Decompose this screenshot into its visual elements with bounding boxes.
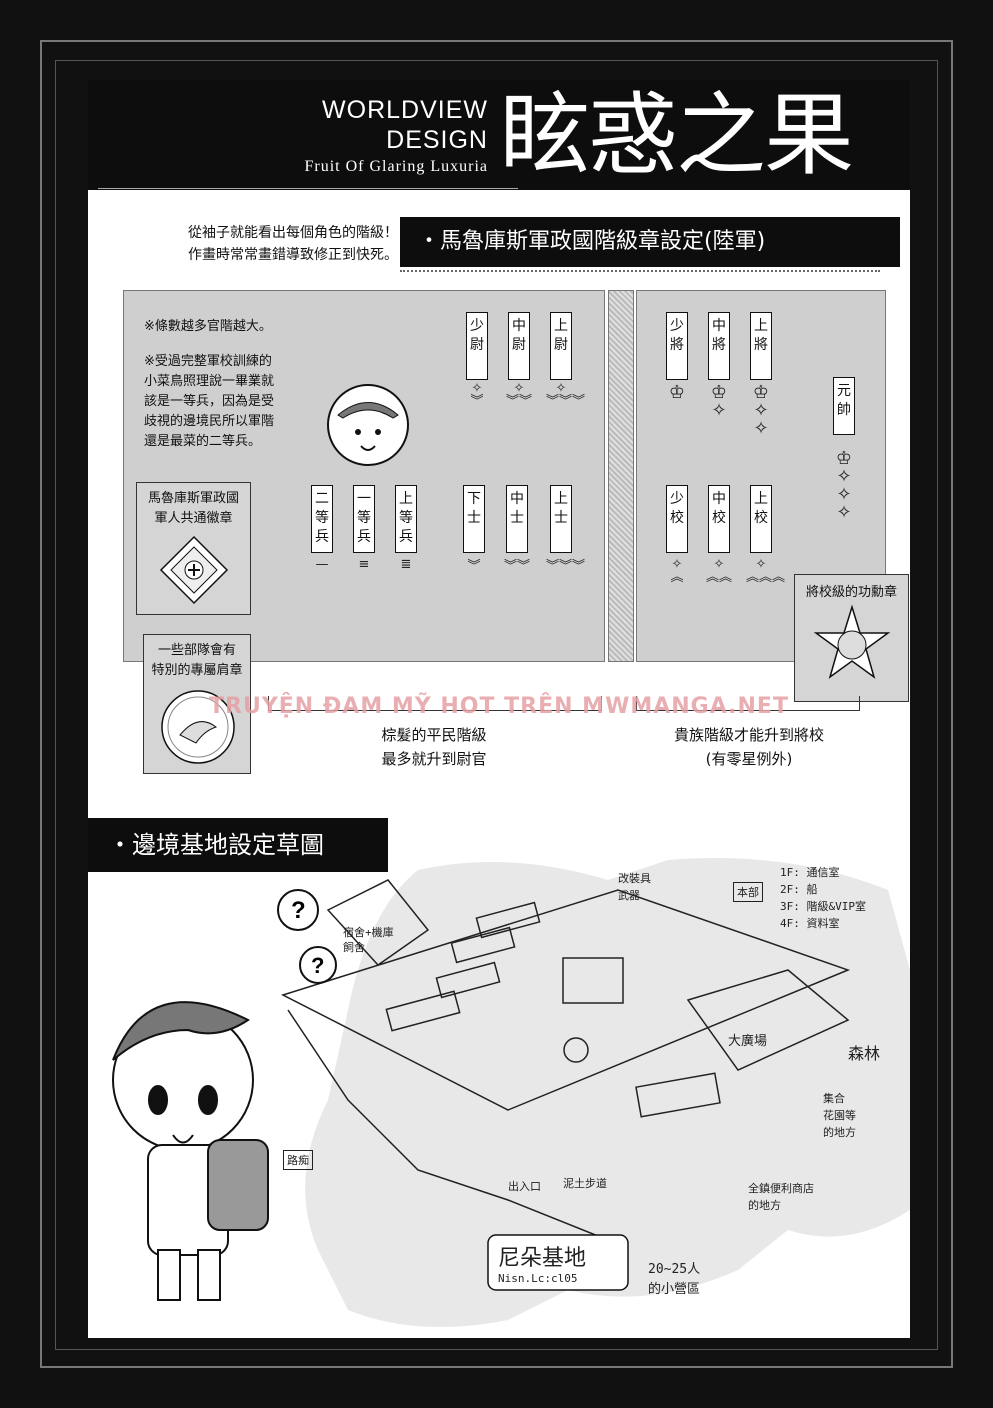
insignia-major-general-icon: ♔ (668, 382, 686, 403)
intro-note-line: 從袖子就能看出每個角色的階級！ (188, 225, 398, 241)
page-title: 眩惑之果 (500, 83, 854, 188)
rank-private: 二等兵 (311, 485, 333, 553)
label-forest: 森林 (848, 1044, 881, 1063)
insignia-staff-sergeant-icon: ︾︾︾ (546, 559, 586, 574)
label-plaza: 大廣場 (728, 1034, 768, 1049)
header-subtitle: Fruit Of Glaring Luxuria (304, 158, 488, 175)
label-dirt-path: 泥土步道 (563, 1177, 607, 1190)
insignia-senior-private-icon: ≣ (400, 557, 412, 572)
commoner-caption: 棕髮的平民階級 最多就升到尉官 (381, 726, 487, 768)
label-base-name: 尼朵基地 (498, 1246, 587, 1271)
label-dorm: 宿舍+機庫 飼舍 (343, 926, 394, 954)
star-medal-icon (813, 604, 891, 679)
base-map-sketch: ? ? (112, 858, 910, 1328)
lost-chibi (112, 889, 337, 1301)
insignia-lieutenant-colonel-icon: ✧ ︽︽ (705, 557, 732, 585)
commoner-bracket (268, 696, 602, 711)
label-store: 全鎮便利商店 的地方 (748, 1182, 814, 1212)
noble-bracket (636, 696, 860, 711)
note-stripes: ※條數越多官階越大。 (144, 319, 272, 334)
noble-caption: 貴族階級才能升到將校 (有零星例外) (673, 726, 824, 768)
insignia-marshal-icon: ♔ ✧ ✧ ✧ (835, 448, 853, 523)
insignia-first-lieutenant-icon: ✧ ︾︾ (505, 381, 532, 409)
header-worldview: WORLDVIEW (322, 96, 488, 124)
label-headcount: 20~25人 的小營區 (648, 1262, 701, 1297)
rank-colonel: 上校 (750, 485, 772, 553)
panel-divider (608, 290, 634, 662)
rank-second-lieutenant: 少尉 (466, 312, 488, 380)
label-armory: 改裝具 武器 (618, 872, 651, 902)
insignia-private-first-class-icon: ≡ (358, 557, 370, 572)
rank-lieutenant-general: 中將 (708, 312, 730, 380)
diamond-emblem-icon (159, 535, 229, 605)
rank-lieutenant-colonel: 中校 (708, 485, 730, 553)
rank-major-general: 少將 (666, 312, 688, 380)
question-mark-1: ? (291, 897, 306, 924)
insignia-general-icon: ♔ ✧ ✧ (752, 382, 770, 439)
section2-title: ・邊境基地設定草圖 (88, 818, 388, 872)
outer-frame (40, 40, 953, 1368)
saluting-chibi-illustration (327, 384, 409, 466)
intro-note-line: 作畫時常常畫錯導致修正到快死。 (188, 247, 398, 263)
rank-captain: 上尉 (550, 312, 572, 380)
label-gathering: 集合 花園等 的地方 (823, 1092, 856, 1139)
note-line: 還是最菜的二等兵。 (144, 434, 262, 449)
insignia-private-icon: — (315, 557, 329, 572)
common-emblem-label: 馬魯庫斯軍政國 軍人共通徽章 (147, 491, 239, 526)
insignia-sergeant-icon: ︾︾ (503, 559, 530, 574)
rank-first-lieutenant: 中尉 (508, 312, 530, 380)
insignia-captain-icon: ✧ ︾︾︾ (546, 381, 586, 409)
insignia-second-lieutenant-icon: ✧ ︾ (470, 381, 484, 409)
section1-title: ・馬魯庫斯軍政國階級章設定(陸軍) (400, 217, 900, 267)
officer-medal-label: 將校級的功勳章 (805, 585, 897, 600)
note-rookie: ※受過完整軍校訓練的 小菜鳥照理說一畢業就 該是一等兵，因為是受 歧視的邊境民所… (144, 352, 314, 452)
insignia-corporal-icon: ︾ (467, 559, 481, 574)
rank-sergeant: 中士 (506, 485, 528, 553)
insignia-major-icon: ✧ ︽ (670, 557, 684, 585)
inner-frame (55, 60, 938, 1350)
rank-corporal: 下士 (463, 485, 485, 553)
insignia-colonel-icon: ✧ ︽︽︽ (746, 557, 786, 585)
shoulder-patch-box: 一些部隊會有 特別的專屬肩章 (143, 634, 251, 774)
note-line: 小菜鳥照理說一畢業就 (144, 374, 275, 389)
label-floors: 1F: 通信室 2F: 船 3F: 階級&VIP室 4F: 資料室 (780, 866, 866, 930)
label-base-romaji: Nisn.Lc:cl05 (498, 1272, 578, 1285)
section1-underline (400, 270, 880, 272)
label-hq: 本部 (733, 882, 763, 902)
note-line: ※受過完整軍校訓練的 (144, 354, 272, 369)
label-lost: 路痴 (283, 1150, 313, 1170)
rank-marshal: 元帥 (833, 377, 855, 435)
note-line: 歧視的邊境民所以軍階 (144, 414, 275, 429)
common-emblem-box: 馬魯庫斯軍政國 軍人共通徽章 (136, 482, 251, 615)
rank-general: 上將 (750, 312, 772, 380)
bird-patch-icon (161, 690, 235, 764)
page: WORLDVIEW DESIGN Fruit Of Glaring Luxuri… (88, 80, 910, 1338)
rank-private-first-class: 一等兵 (353, 485, 375, 553)
intro-note: 從袖子就能看出每個角色的階級！ 作畫時常常畫錯導致修正到快死。 (128, 222, 398, 266)
rank-senior-private: 上等兵 (395, 485, 417, 553)
rank-staff-sergeant: 上士 (550, 485, 572, 553)
note-line: 該是一等兵，因為是受 (144, 394, 275, 409)
insignia-lieutenant-general-icon: ♔ ✧ (710, 382, 728, 421)
header-design: DESIGN (386, 126, 488, 154)
watermark: TRUYỆN ĐAM MỸ HOT TRÊN MWMANGA.NET (209, 694, 789, 719)
rank-major: 少校 (666, 485, 688, 553)
header-rule (98, 188, 518, 189)
officer-medal-box: 將校級的功勳章 (794, 574, 909, 702)
question-mark-2: ? (311, 953, 324, 978)
shoulder-patch-label: 一些部隊會有 特別的專屬肩章 (151, 643, 243, 678)
header-banner (88, 80, 910, 190)
label-exit: 出入口 (508, 1180, 541, 1193)
